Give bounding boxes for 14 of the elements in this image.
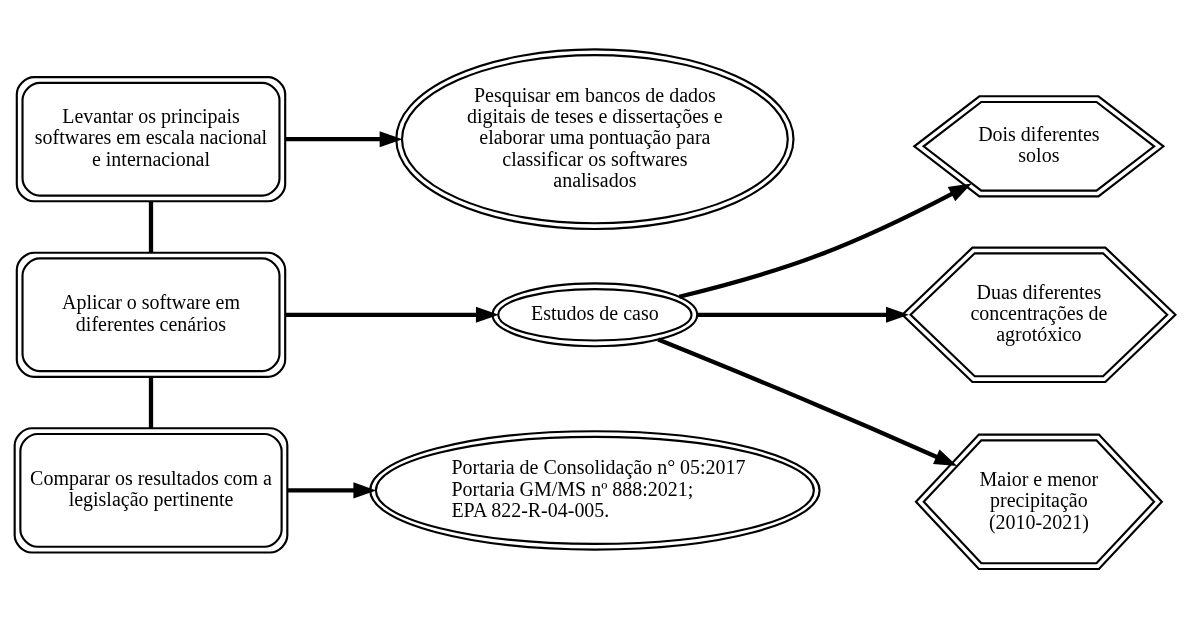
arrow — [657, 337, 958, 466]
arrow — [285, 131, 403, 148]
arrow — [678, 183, 972, 299]
arrow — [697, 306, 909, 323]
node-ellipse: Estudos de caso — [491, 282, 699, 348]
node-ellipse: Portaria de Consolidação n° 05:2017 Portaria GM/MS nº 888:2021; EPA 822-R-04-005. — [369, 430, 821, 551]
arrow — [287, 482, 377, 499]
node-box: Aplicar o software em diferentes cenários — [15, 251, 287, 378]
connector — [148, 377, 154, 428]
node-ellipse: Pesquisar em bancos de dados digitais de teses e dissertações e elaborar uma pontuação para classificar os softwares analisados — [395, 48, 795, 231]
arrow — [285, 306, 499, 323]
node-box: Comparar os resultados com a legislação pertinente — [13, 427, 289, 554]
connector — [148, 201, 154, 253]
node-box: Levantar os principais softwares em escala nacional e internacional — [15, 76, 287, 203]
